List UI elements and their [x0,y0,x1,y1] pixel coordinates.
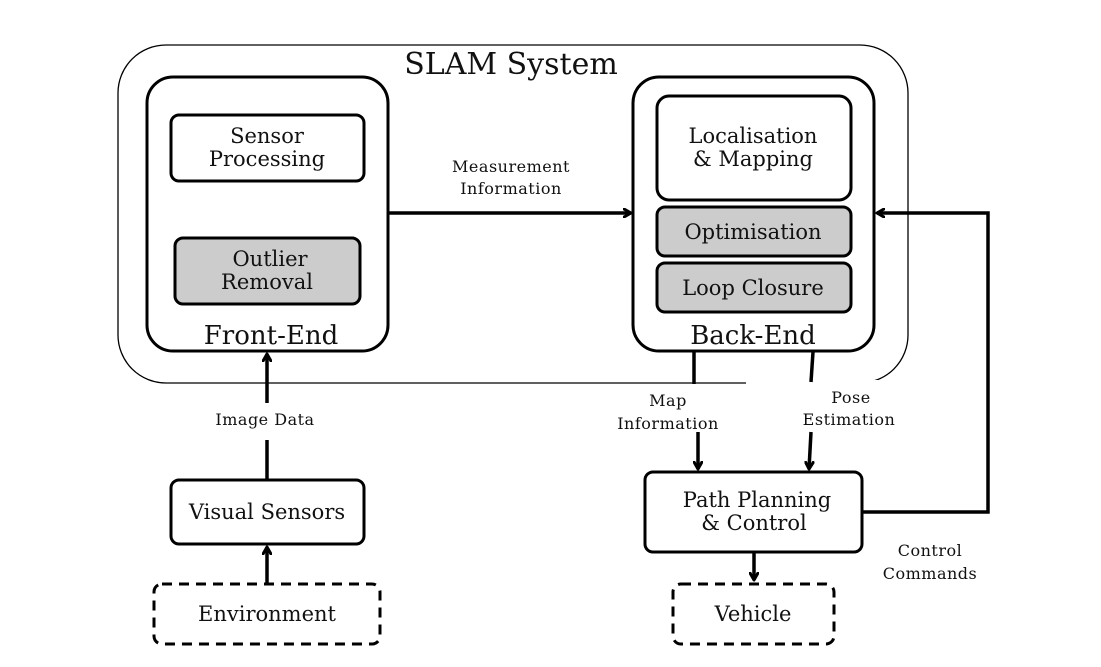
outlier-removal-box [173,236,362,306]
localisation-mapping-label-line2: & Mapping [693,147,813,171]
visual-sensors-box [169,478,366,546]
image-data-label: Image Data [215,410,314,429]
control-commands-arrow [862,213,990,514]
pose-estimation-label-line2: Estimation [803,410,896,429]
pose-estimation-arrow-lower [809,431,811,469]
path-planning-label-line1: Path Planning [683,488,831,512]
loop-closure-box [655,261,853,314]
vehicle-label: Vehicle [714,602,792,626]
environment-box [152,582,382,646]
front-end-label: Front-End [204,321,338,351]
pose-estimation-label-line1: Pose [831,388,870,407]
path-planning-label-line2: & Control [701,511,807,535]
map-information-label-line1: Map [649,391,687,410]
slam-system-title: SLAM System [404,47,618,82]
back-end-label: Back-End [690,321,816,351]
optimisation-label: Optimisation [684,220,821,244]
sensor-processing-box [169,113,366,183]
localisation-mapping-label-line1: Localisation [689,124,818,148]
localisation-mapping-box [655,94,853,202]
outlier-removal-label-line1: Outlier [232,247,308,271]
measurement-information-label-line1: Measurement [452,157,570,176]
measurement-information-label-line2: Information [460,179,562,198]
loop-closure-label: Loop Closure [682,276,824,300]
map-information-label-line2: Information [617,414,719,433]
optimisation-box [655,205,853,258]
pose-estimation-arrow-upper [809,351,815,383]
control-commands-label-line2: Commands [883,564,978,583]
outlier-removal-label-line2: Removal [221,270,313,294]
sensor-processing-label-line1: Sensor [230,124,305,148]
control-commands-label-line1: Control [898,541,963,560]
environment-label: Environment [198,602,337,626]
vehicle-box [671,582,836,646]
visual-sensors-label: Visual Sensors [188,500,345,524]
sensor-processing-label-line2: Processing [209,147,325,171]
